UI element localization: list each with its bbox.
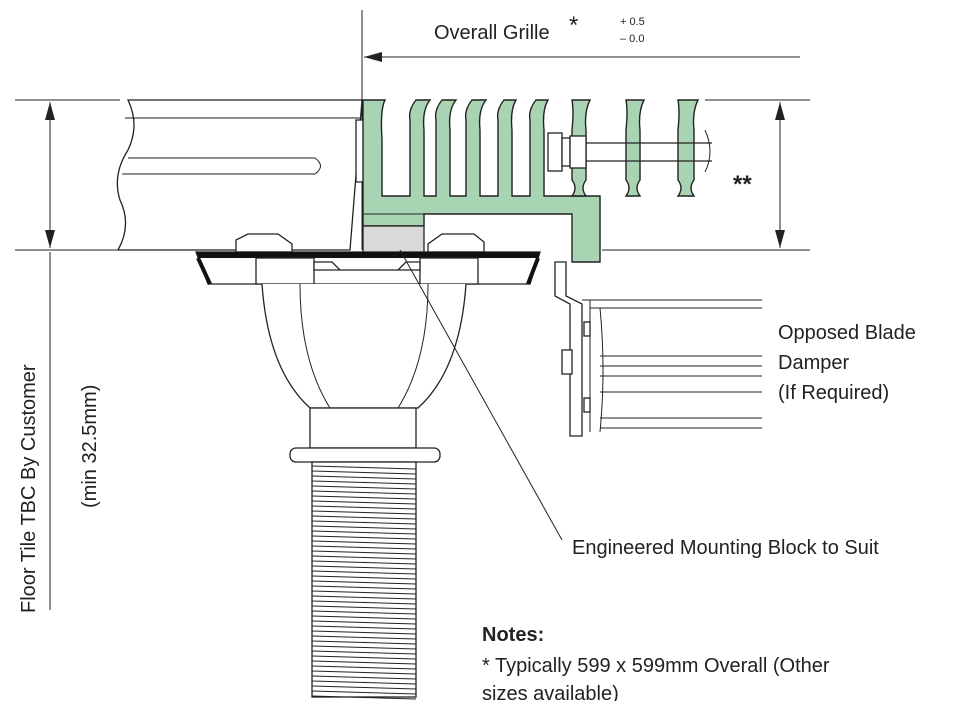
min-height-label: (min 32.5mm) [79, 385, 101, 508]
opposed-blade-damper [554, 261, 762, 437]
notes-heading: Notes: [482, 624, 544, 646]
overall-grille-label: Overall Grille [434, 22, 550, 44]
damper-label-line2: Damper [778, 352, 849, 374]
tolerance-plus: + 0.5 [620, 16, 645, 28]
tolerance-minus: – 0.0 [620, 33, 644, 45]
floor-tile-label: Floor Tile TBC By Customer [18, 364, 40, 613]
mounting-block-label: Engineered Mounting Block to Suit [572, 537, 879, 559]
mounting-block [362, 225, 425, 257]
grille-height-asterisks: ** [733, 171, 752, 198]
damper-label-line3: (If Required) [778, 382, 889, 404]
overall-grille-dimension: Overall Grille * + 0.5 – 0.0 [361, 10, 800, 250]
grille-profile [362, 99, 712, 263]
pedestal-head [195, 233, 541, 463]
floor-tile-slab [116, 99, 369, 251]
notes-line-2: sizes available) [482, 683, 619, 701]
damper-label-line1: Opposed Blade [778, 322, 916, 344]
mounting-block-leader [399, 249, 563, 541]
floor-tile-dimension [15, 99, 120, 610]
overall-grille-asterisk: * [569, 12, 578, 39]
grille-height-dimension: ** [602, 99, 810, 251]
threaded-rod [311, 461, 417, 700]
notes-line-1: * Typically 599 x 599mm Overall (Other [482, 655, 830, 677]
